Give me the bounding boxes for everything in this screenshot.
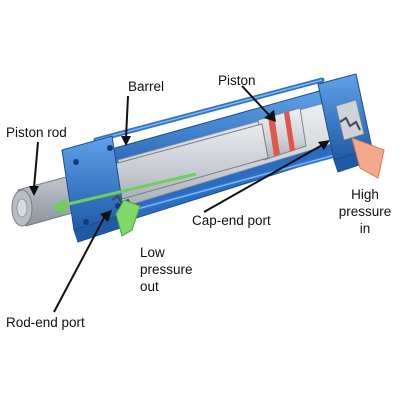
high-pressure-in-line-3: in <box>359 221 371 236</box>
piston-rod-label: Piston rod <box>6 125 67 140</box>
low-pressure-out-line-1: Low <box>140 245 165 260</box>
high-pressure-in-line-2: pressure <box>338 204 392 219</box>
cap-end-port-label: Cap-end port <box>192 213 271 228</box>
low-pressure-out-label: Low pressure out <box>140 244 193 295</box>
low-pressure-out-line-3: out <box>140 279 159 294</box>
low-pressure-arrow-icon <box>115 199 141 237</box>
high-pressure-arrow-icon <box>351 137 385 179</box>
high-pressure-in-label: High pressure in <box>336 186 394 237</box>
callout-lines <box>29 85 330 313</box>
low-pressure-flow <box>52 172 197 214</box>
high-pressure-in-line-1: High <box>351 187 379 202</box>
cap-end-port-fitting <box>339 116 361 131</box>
tie-rods <box>93 77 349 221</box>
low-pressure-out-line-2: pressure <box>140 262 193 277</box>
barrel-label: Barrel <box>128 79 165 94</box>
rod-end-port-label: Rod-end port <box>6 315 85 330</box>
piston-label: Piston <box>218 73 256 88</box>
